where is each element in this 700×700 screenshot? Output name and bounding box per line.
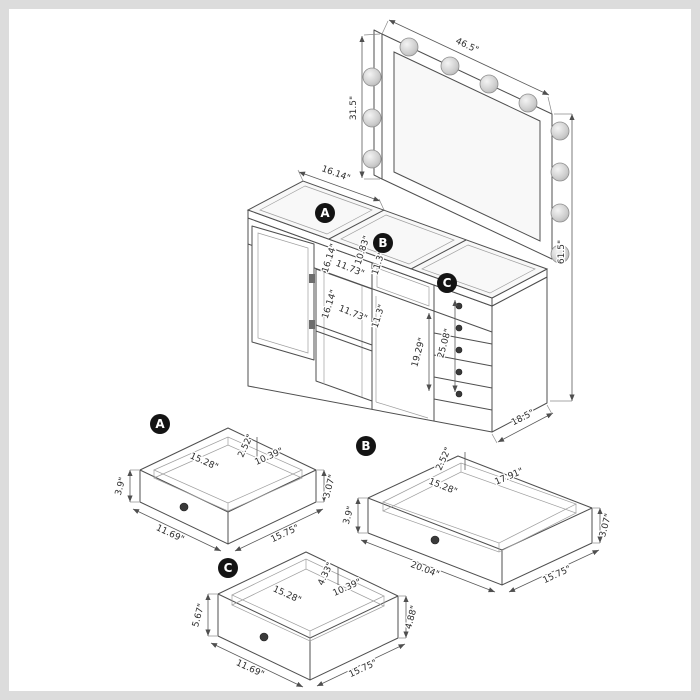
drawer-c-rim [217,551,399,639]
badge-a-detail: A [150,414,170,434]
dim-c-inner-height: 4.88" [404,605,420,631]
badge-b: B [373,233,393,253]
drawer-a-detail: 3.9" 3.07" 2.52" 15.28" 10.39" 11.69" 15… [113,414,339,552]
drawer-b-detail: 3.9" 3.07" 2.52" 15.28" 17.91" 20.04" 15… [341,436,615,593]
knob-icon [430,535,440,545]
light-bulb-icon [362,108,382,128]
dim-c-outer-height: 5.67" [191,603,207,629]
dim-b-outer-width: 20.04" [409,560,441,580]
knob-icon [455,346,463,354]
knob-icon [455,390,463,398]
badge-b-detail: B [356,436,376,456]
light-bulb-icon [362,149,382,169]
dim-b-outer-height: 3.9" [342,505,356,525]
svg-text:B: B [378,236,387,250]
knob-icon [455,302,463,310]
drawer-a-dimension-lines [127,437,327,552]
tray-left [259,185,373,235]
dim-mirror-height: 31.5" [349,96,359,120]
knob-icon [455,324,463,332]
dim-a-outer-width: 15.75" [269,523,300,545]
dim-mirror-width: 46.5" [454,37,480,56]
drawer-b-dimension-lines [355,452,603,593]
dim-c-outer-width: 15.75" [347,658,378,680]
knob-icon [179,502,189,512]
light-bulb-icon [550,244,570,264]
svg-text:C: C [443,276,452,290]
light-bulb-icon [440,56,460,76]
dim-a-outer-height: 3.9" [114,476,128,496]
light-bulb-icon [362,67,382,87]
light-bulb-icon [518,93,538,113]
light-bulb-icon [550,162,570,182]
cabinet-dimension-lines [297,169,458,392]
light-bulb-icon [399,37,419,57]
knob-icon [259,632,269,642]
mirror-glass [393,51,541,242]
drawer-c-detail: 5.67" 4.88" 4.33" 15.28" 10.39" 11.69" 1… [190,551,421,688]
mirror-dimension-lines [359,19,575,444]
dim-overall-height: 61.5" [557,240,567,264]
svg-text:A: A [320,206,330,220]
knob-icon [455,368,463,376]
open-door [251,225,315,361]
badge-a: A [315,203,335,223]
dim-a-inner-height: 3.07" [322,474,338,500]
svg-text:A: A [155,417,165,431]
badge-c-detail: C [218,558,238,578]
tray-middle [340,214,455,265]
light-bulb-icon [479,74,499,94]
hinge-icon [309,274,315,283]
hinge-icon [309,320,315,329]
badge-c: C [437,273,457,293]
vanity-cabinet: 16.14" 16.14" 10.83" 11.73" 11.3" 16.14"… [246,163,549,433]
lighted-mirror: 46.5" 31.5" 61.5" 18.5" [348,19,575,444]
middle-drawer-front [376,267,430,307]
drawer-c-dimension-lines [205,567,409,688]
light-bulb-icon [550,121,570,141]
dim-b-inner-height: 3.07" [598,513,614,539]
dim-b-outer-depth: 15.75" [541,564,572,586]
svg-text:C: C [224,561,233,575]
tray-right [421,244,536,294]
light-bulb-icon [550,203,570,223]
svg-text:B: B [361,439,370,453]
